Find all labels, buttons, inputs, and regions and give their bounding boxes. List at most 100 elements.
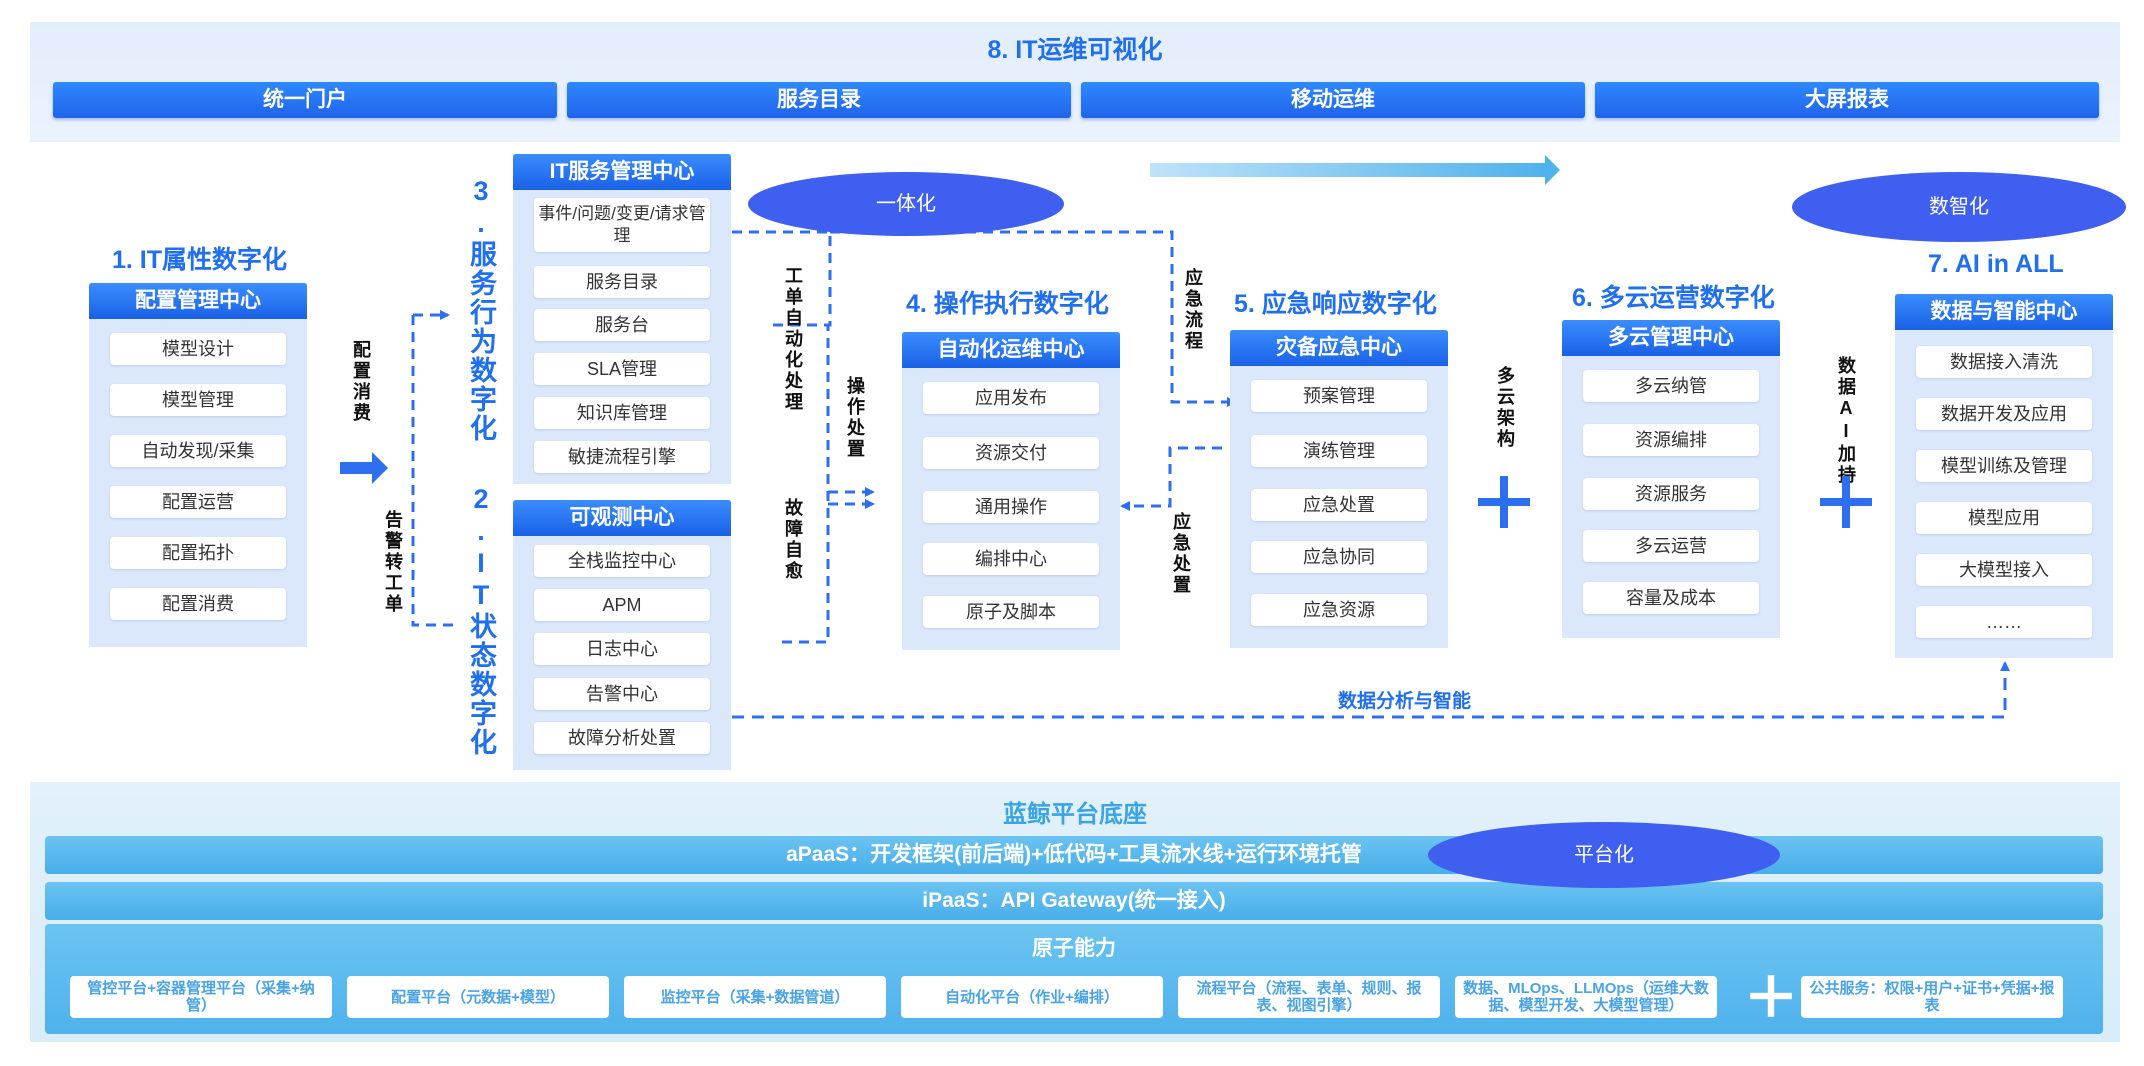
emergency-handle-label: 应急处置 [1171,512,1191,596]
list-item[interactable]: 预案管理 [1251,380,1427,412]
list-item[interactable]: APM [534,589,710,621]
config-management-header: 配置管理中心 [89,283,307,319]
config-consume-label: 配置消费 [351,340,371,424]
list-item[interactable]: 编排中心 [923,543,1099,575]
section-1-title: 1. IT属性数字化 [112,246,288,274]
list-item[interactable]: 配置运营 [110,486,286,518]
data-intelligence-header: 数据与智能中心 [1895,294,2113,330]
plus-icon [1478,476,1530,528]
list-item[interactable]: 应用发布 [923,382,1099,414]
list-item[interactable]: 配置消费 [110,588,286,620]
platform-base-title: 蓝鲸平台底座 [1003,801,1147,828]
observability-header: 可观测中心 [513,500,731,536]
disaster-recovery-panel: 灾备应急中心 预案管理 演练管理 应急处置 应急协同 应急资源 [1230,330,1448,648]
list-item[interactable]: 应急处置 [1251,489,1427,521]
atom-item[interactable]: 配置平台（元数据+模型） [347,976,609,1018]
flow-gradient-arrow [1150,155,1560,185]
data-analysis-line [732,661,2010,719]
section-2-title: 2.IT状态数字化 [466,484,496,757]
fault-self-heal-label: 故障自愈 [783,498,803,582]
list-item[interactable]: 告警中心 [534,678,710,710]
observability-panel: 可观测中心 全栈监控中心 APM 日志中心 告警中心 故障分析处置 [513,500,731,770]
data-ai-support-label: 数据AI加持 [1836,356,1856,486]
list-item[interactable]: 资源编排 [1583,424,1759,456]
list-item[interactable]: …… [1916,606,2092,638]
platform-ellipse: 平台化 [1428,822,1780,888]
list-item[interactable]: 服务目录 [534,266,710,298]
list-item[interactable]: 原子及脚本 [923,596,1099,628]
list-item[interactable]: 服务台 [534,309,710,341]
list-item[interactable]: 全栈监控中心 [534,545,710,577]
list-item[interactable]: 资源交付 [923,437,1099,469]
list-item[interactable]: SLA管理 [534,353,710,385]
list-item[interactable]: 日志中心 [534,633,710,665]
list-item[interactable]: 数据接入清洗 [1916,346,2092,378]
list-item[interactable]: 资源服务 [1583,478,1759,510]
list-item[interactable]: 模型应用 [1916,502,2092,534]
section-7-title: 7. AI in ALL [1928,250,2064,278]
list-item[interactable]: 演练管理 [1251,435,1427,467]
ipaas-bar: iPaaS：API Gateway(统一接入) [45,882,2103,920]
list-item[interactable]: 敏捷流程引擎 [534,441,710,473]
list-item[interactable]: 大模型接入 [1916,554,2092,586]
emergency-flow-line [830,230,1237,407]
automation-header: 自动化运维中心 [902,332,1120,368]
list-item[interactable]: 模型管理 [110,384,286,416]
atomic-capabilities-title: 原子能力 [1032,937,1116,960]
plus-icon [1820,476,1872,528]
intelligence-ellipse: 数智化 [1792,172,2126,242]
tab-unified-portal[interactable]: 统一门户 [53,82,557,118]
list-item[interactable]: 容量及成本 [1583,582,1759,614]
platform-base-band: 蓝鲸平台底座 aPaaS：开发框架(前后端)+低代码+工具流水线+运行环境托管 … [30,782,2120,1042]
section-3-title: 3.服务行为数字化 [466,176,496,443]
list-item[interactable]: 模型训练及管理 [1916,450,2092,482]
apaas-bar: aPaaS：开发框架(前后端)+低代码+工具流水线+运行环境托管 [45,836,2103,874]
emergency-handle-line [1120,446,1222,511]
itsm-header: IT服务管理中心 [513,154,731,190]
atomic-capabilities-area: 原子能力 管控平台+容器管理平台（采集+纳管） 配置平台（元数据+模型） 监控平… [45,924,2103,1034]
list-item[interactable]: 事件/问题/变更/请求管理 [534,198,710,252]
ticket-auto-label: 工单自动化处理 [783,266,803,413]
list-item[interactable]: 应急协同 [1251,541,1427,573]
top-visualization-band: 8. IT运维可视化 统一门户 服务目录 移动运维 大屏报表 [30,22,2120,142]
list-item[interactable]: 多云运营 [1583,530,1759,562]
bracket-line [411,315,455,627]
tab-mobile-ops[interactable]: 移动运维 [1081,82,1585,118]
section-4-title: 4. 操作执行数字化 [906,290,1109,318]
list-item[interactable]: 故障分析处置 [534,722,710,754]
section-5-title: 5. 应急响应数字化 [1234,290,1437,318]
config-management-panel: 配置管理中心 模型设计 模型管理 自动发现/采集 配置运营 配置拓扑 配置消费 [89,283,307,647]
itsm-panel: IT服务管理中心 事件/问题/变更/请求管理 服务目录 服务台 SLA管理 知识… [513,154,731,484]
tab-dashboard-report[interactable]: 大屏报表 [1595,82,2099,118]
atom-item[interactable]: 数据、MLOps、LLMOps（运维大数据、模型开发、大模型管理） [1455,976,1717,1018]
list-item[interactable]: 自动发现/采集 [110,435,286,467]
atom-item[interactable]: 监控平台（采集+数据管道） [624,976,886,1018]
list-item[interactable]: 多云纳管 [1583,370,1759,402]
public-service-item[interactable]: 公共服务：权限+用户+证书+凭据+报表 [1801,976,2063,1018]
visualization-title: 8. IT运维可视化 [987,36,1163,64]
emergency-flow-label: 应急流程 [1183,268,1203,352]
list-item[interactable]: 配置拓扑 [110,537,286,569]
automation-panel: 自动化运维中心 应用发布 资源交付 通用操作 编排中心 原子及脚本 [902,332,1120,650]
list-item[interactable]: 应急资源 [1251,594,1427,626]
section-6-title: 6. 多云运营数字化 [1572,284,1775,312]
tab-service-catalog[interactable]: 服务目录 [567,82,1071,118]
disaster-recovery-header: 灾备应急中心 [1230,330,1448,366]
integration-ellipse: 一体化 [748,172,1064,236]
multicloud-panel: 多云管理中心 多云纳管 资源编排 资源服务 多云运营 容量及成本 [1562,320,1780,638]
atom-item[interactable]: 流程平台（流程、表单、规则、报表、视图引擎） [1178,976,1440,1018]
multicloud-arch-label: 多云架构 [1495,366,1515,450]
data-intelligence-panel: 数据与智能中心 数据接入清洗 数据开发及应用 模型训练及管理 模型应用 大模型接… [1895,294,2113,658]
alarm-ticket-label: 告警转工单 [383,510,403,615]
config-consume-arrow [340,452,388,484]
atom-item[interactable]: 管控平台+容器管理平台（采集+纳管） [70,976,332,1018]
list-item[interactable]: 模型设计 [110,333,286,365]
multicloud-header: 多云管理中心 [1562,320,1780,356]
op-handle-label: 操作处置 [845,376,865,460]
list-item[interactable]: 数据开发及应用 [1916,398,2092,430]
ticket-bracket [773,323,830,644]
list-item[interactable]: 通用操作 [923,491,1099,523]
atom-item[interactable]: 自动化平台（作业+编排） [901,976,1163,1018]
list-item[interactable]: 知识库管理 [534,397,710,429]
